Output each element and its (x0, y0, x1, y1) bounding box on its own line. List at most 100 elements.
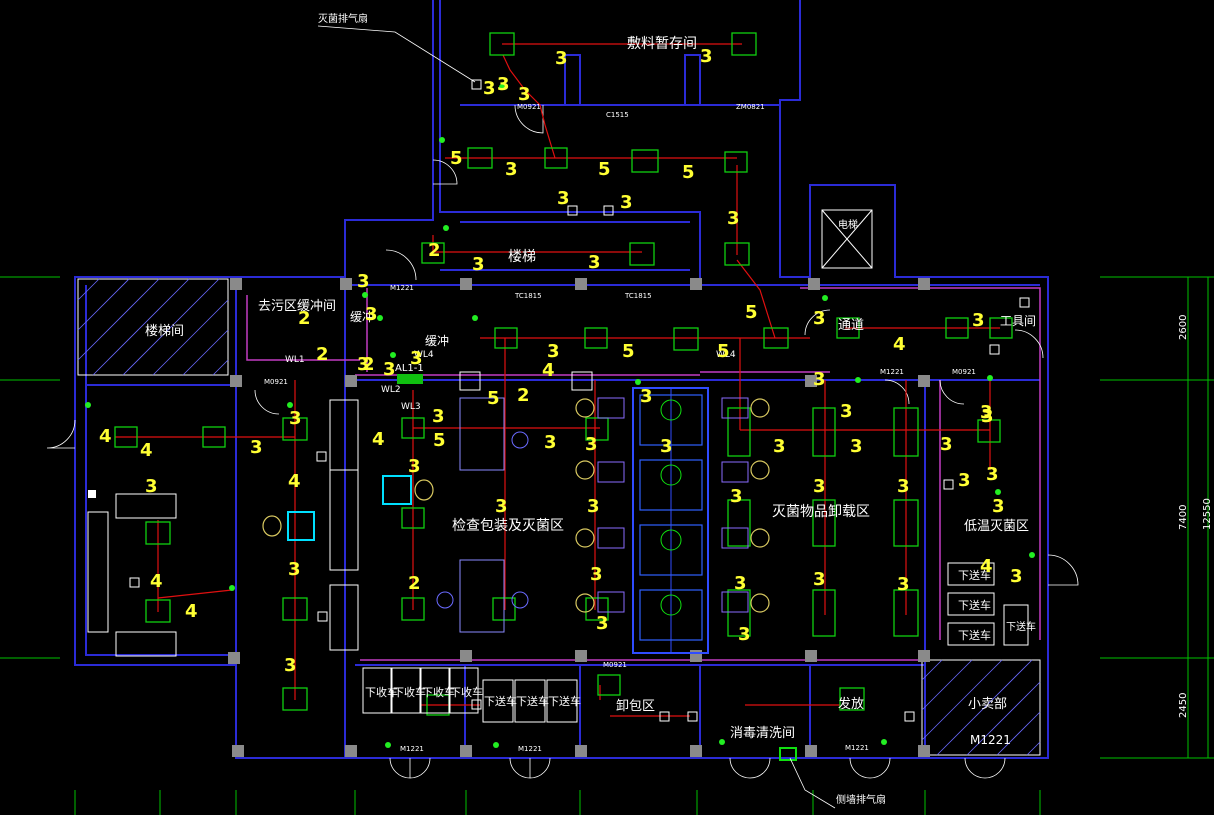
airflow-annotation: 2 (408, 573, 421, 594)
equipment (129, 79, 1030, 761)
airflow-annotation: 3 (555, 48, 568, 69)
dim-2: 7400 (1178, 505, 1189, 530)
tag-m1221a: M1221 (400, 745, 424, 753)
label-disinfect-wash: 消毒清洗间 (730, 726, 795, 741)
tag-c1515: C1515 (606, 111, 629, 119)
airflow-annotation: 3 (557, 188, 570, 209)
partitions (246, 287, 1041, 661)
airflow-annotation: 3 (357, 354, 370, 375)
tag-wl2: WL2 (381, 385, 401, 395)
airflow-annotation: 3 (972, 310, 985, 331)
airflow-annotation: 3 (986, 464, 999, 485)
cart-label: 下收车 (422, 685, 455, 699)
airflow-annotation: 2 (362, 354, 375, 375)
airflow-annotation: 3 (410, 348, 423, 369)
tag-m1221d: M1221 (880, 368, 904, 376)
label-low-temp: 低温灭菌区 (964, 519, 1029, 534)
tag-al: AL1-1 (395, 363, 424, 374)
airflow-annotation: 3 (727, 208, 740, 229)
airflow-annotation: 3 (432, 406, 445, 427)
airflow-annotation: 3 (547, 341, 560, 362)
label-corridor: 通道 (838, 318, 864, 333)
cart-label: 下送车 (484, 694, 517, 708)
cart-label: 下收车 (450, 685, 483, 699)
airflow-annotation: 3 (289, 408, 302, 429)
tag-m0921b: M0921 (264, 378, 288, 386)
right-cart-label: 下送车 (958, 628, 991, 642)
airflow-annotation: 3 (145, 476, 158, 497)
airflow-annotation: 3 (585, 434, 598, 455)
airflow-annotation: 3 (738, 624, 751, 645)
airflow-annotation: 3 (408, 456, 421, 477)
airflow-annotation: 3 (587, 496, 600, 517)
airflow-annotation: 4 (185, 601, 198, 622)
label-exhaust-bottom: 侧墙排气扇 (836, 793, 886, 806)
airflow-annotation: 3 (472, 254, 485, 275)
cart-label: 下收车 (365, 685, 398, 699)
tag-m0921d: M0921 (603, 661, 627, 669)
room-labels: 敷料暂存间 楼梯 去污区缓冲间 缓冲 缓冲 通道 工具间 检查包装及灭菌区 灭菌… (145, 12, 1036, 809)
airflow-annotation: 3 (495, 496, 508, 517)
airflow-annotation: 3 (813, 308, 826, 329)
diffusers (114, 32, 1013, 716)
airflow-annotation: 3 (383, 359, 396, 380)
airflow-annotation: 3 (734, 573, 747, 594)
airflow-annotation: 3 (700, 46, 713, 67)
label-inspect: 检查包装及灭菌区 (452, 518, 564, 534)
airflow-annotation: 3 (357, 271, 370, 292)
airflow-annotation: 3 (365, 304, 378, 325)
label-exhaust-top: 灭菌排气扇 (318, 12, 368, 25)
tag-wl1: WL1 (285, 355, 305, 365)
hatched-room-left (77, 278, 229, 376)
airflow-annotation: 4 (140, 440, 153, 461)
airflow-annotation: 3 (850, 436, 863, 457)
airflow-annotation: 3 (660, 436, 673, 457)
label-unpack: 卸包区 (616, 698, 655, 714)
label-buffer2: 缓冲 (425, 333, 449, 348)
airflow-annotation: 5 (450, 148, 463, 169)
label-elevator: 电梯 (838, 218, 858, 231)
tag-wl4b: WL4 (716, 350, 736, 360)
label-issue: 发放 (838, 696, 864, 712)
airflow-annotation: 3 (544, 432, 557, 453)
cart-label: 下收车 (393, 685, 426, 699)
label-storage: 敷料暂存间 (627, 36, 697, 52)
tag-wl4: WL4 (414, 350, 434, 360)
airflow-annotation: 3 (813, 569, 826, 590)
airflow-annotation: 4 (150, 571, 163, 592)
airflow-annotation: 3 (730, 486, 743, 507)
airflow-annotation: 5 (598, 159, 611, 180)
axis-grid (0, 276, 1214, 815)
airflow-annotation: 3 (773, 436, 786, 457)
airflow-annotation: 5 (433, 430, 446, 451)
tag-m1221e: M1221 (970, 733, 1011, 747)
airflow-annotation: 2 (517, 385, 530, 406)
label-hatched-room: 楼梯间 (145, 324, 184, 339)
airflow-annotation: 4 (542, 360, 555, 381)
airflow-annotation: 3 (640, 386, 653, 407)
airflow-annotation: 5 (717, 341, 730, 362)
airflow-annotation: 5 (622, 341, 635, 362)
tag-wl3: WL3 (401, 402, 421, 412)
airflow-annotation: 3 (897, 574, 910, 595)
airflow-annotation: 3 (813, 476, 826, 497)
doors (46, 104, 1079, 779)
walls (74, 0, 1049, 759)
airflow-annotation: 3 (284, 655, 297, 676)
airflow-annotation: 3 (992, 496, 1005, 517)
airflow-annotation: 3 (250, 437, 263, 458)
airflow-annotation: 3 (981, 406, 994, 427)
cart-label: 下送车 (516, 694, 549, 708)
airflow-annotation: 3 (518, 84, 531, 105)
airflow-annotation: 3 (588, 252, 601, 273)
right-cart-label: 下送车 (1006, 620, 1036, 633)
tag-m1221c: M1221 (845, 744, 869, 752)
airflow-annotation: 3 (497, 74, 510, 95)
columns (228, 278, 930, 757)
airflow-annotation: 4 (980, 556, 993, 577)
airflow-annotation: 3 (840, 401, 853, 422)
label-buffer1: 缓冲 (350, 309, 374, 324)
airflow-annotation: 4 (372, 429, 385, 450)
airflow-annotation: 3 (1010, 566, 1023, 587)
